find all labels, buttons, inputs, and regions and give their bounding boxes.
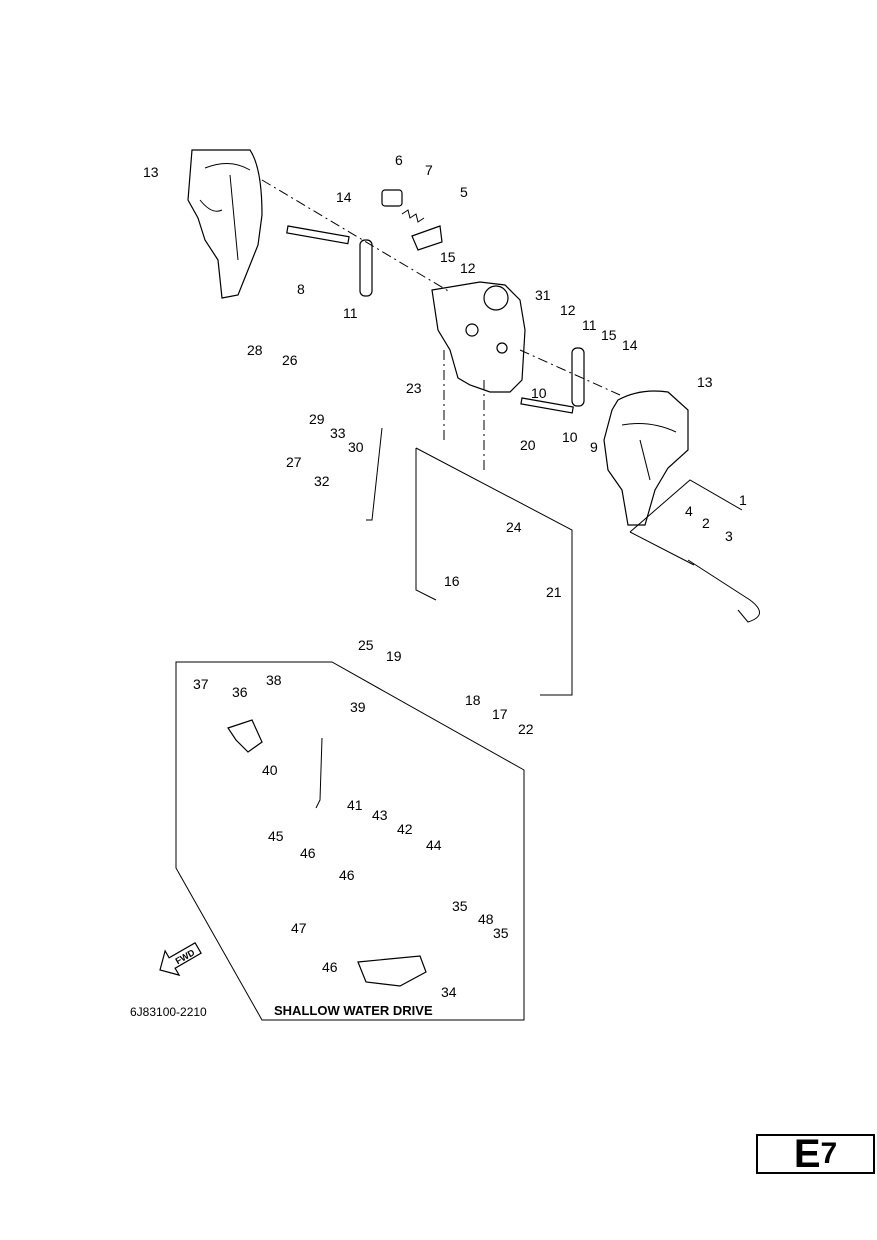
callout-frames bbox=[415, 447, 743, 696]
spring-7 bbox=[401, 209, 425, 223]
callout-46c: 46 bbox=[322, 959, 338, 975]
friction-plate-11-left bbox=[359, 239, 373, 297]
callout-27: 27 bbox=[286, 454, 302, 470]
lever-1 bbox=[687, 559, 760, 623]
callout-23: 23 bbox=[406, 380, 422, 396]
callout-29: 29 bbox=[309, 411, 325, 427]
grip-6 bbox=[381, 189, 403, 207]
callout-12: 12 bbox=[460, 260, 476, 276]
right-clamp-bracket bbox=[603, 390, 689, 526]
callout-12b: 12 bbox=[560, 302, 576, 318]
callout-16: 16 bbox=[444, 573, 460, 589]
callout-37: 37 bbox=[193, 676, 209, 692]
left-clamp-bracket bbox=[187, 149, 263, 299]
callout-28: 28 bbox=[247, 342, 263, 358]
callout-24: 24 bbox=[506, 519, 522, 535]
stopper-arm-34 bbox=[357, 955, 427, 987]
callout-44: 44 bbox=[426, 837, 442, 853]
callout-11: 11 bbox=[343, 305, 358, 321]
fwd-arrow-icon: FWD bbox=[159, 941, 202, 977]
callout-48: 48 bbox=[478, 911, 494, 927]
page-badge-letter: E bbox=[793, 1132, 821, 1176]
callout-18: 18 bbox=[465, 692, 481, 708]
callout-15: 15 bbox=[440, 249, 456, 265]
callout-21: 21 bbox=[546, 584, 562, 600]
tilt-pin-20 bbox=[520, 397, 574, 414]
callout-25: 25 bbox=[358, 637, 374, 653]
callout-32: 32 bbox=[314, 473, 330, 489]
callout-5: 5 bbox=[460, 184, 468, 200]
callout-26: 26 bbox=[282, 352, 298, 368]
callout-41: 41 bbox=[347, 797, 363, 813]
rod-32 bbox=[366, 427, 383, 521]
callout-30: 30 bbox=[348, 439, 364, 455]
callout-34: 34 bbox=[441, 984, 457, 1000]
callout-40: 40 bbox=[262, 762, 278, 778]
callout-2: 2 bbox=[702, 515, 710, 531]
callout-43: 43 bbox=[372, 807, 388, 823]
callout-45: 45 bbox=[268, 828, 284, 844]
callout-10: 10 bbox=[531, 385, 547, 401]
callout-47: 47 bbox=[291, 920, 307, 936]
drawing-code: 6J83100-2210 bbox=[130, 1005, 207, 1019]
bolt-8 bbox=[286, 225, 350, 245]
callout-9: 9 bbox=[590, 439, 598, 455]
callout-42: 42 bbox=[397, 821, 413, 837]
tilt-lever-5 bbox=[411, 225, 443, 251]
callout-35b: 35 bbox=[493, 925, 509, 941]
callout-3: 3 bbox=[725, 528, 733, 544]
callout-10b: 10 bbox=[562, 429, 578, 445]
inset-frame bbox=[175, 661, 525, 1021]
assembly-lines bbox=[261, 179, 621, 470]
tilt-stopper-lever-36 bbox=[227, 719, 263, 753]
callout-33: 33 bbox=[330, 425, 346, 441]
rod-40 bbox=[315, 737, 323, 809]
callout-46b: 46 bbox=[339, 867, 355, 883]
callout-31: 31 bbox=[535, 287, 551, 303]
callout-14b: 14 bbox=[622, 337, 638, 353]
page-badge-number: 7 bbox=[820, 1137, 838, 1170]
callout-20: 20 bbox=[520, 437, 536, 453]
callout-19: 19 bbox=[386, 648, 402, 664]
callout-4: 4 bbox=[685, 503, 693, 519]
callout-11b: 11 bbox=[582, 317, 597, 333]
callout-36: 36 bbox=[232, 684, 248, 700]
callout-22: 22 bbox=[518, 721, 534, 737]
callout-7: 7 bbox=[425, 162, 433, 178]
callout-15b: 15 bbox=[601, 327, 617, 343]
callout-8: 8 bbox=[297, 281, 305, 297]
callout-6: 6 bbox=[395, 152, 403, 168]
inset-label: SHALLOW WATER DRIVE bbox=[274, 1003, 433, 1018]
callout-14: 14 bbox=[336, 189, 352, 205]
callout-13: 13 bbox=[143, 164, 159, 180]
callout-1: 1 bbox=[739, 492, 747, 508]
callout-35: 35 bbox=[452, 898, 468, 914]
friction-plate-11-right bbox=[571, 347, 585, 407]
callout-39: 39 bbox=[350, 699, 366, 715]
swivel-bracket bbox=[431, 281, 526, 393]
callout-46: 46 bbox=[300, 845, 316, 861]
callout-38: 38 bbox=[266, 672, 282, 688]
callout-13b: 13 bbox=[697, 374, 713, 390]
callout-17: 17 bbox=[492, 706, 508, 722]
